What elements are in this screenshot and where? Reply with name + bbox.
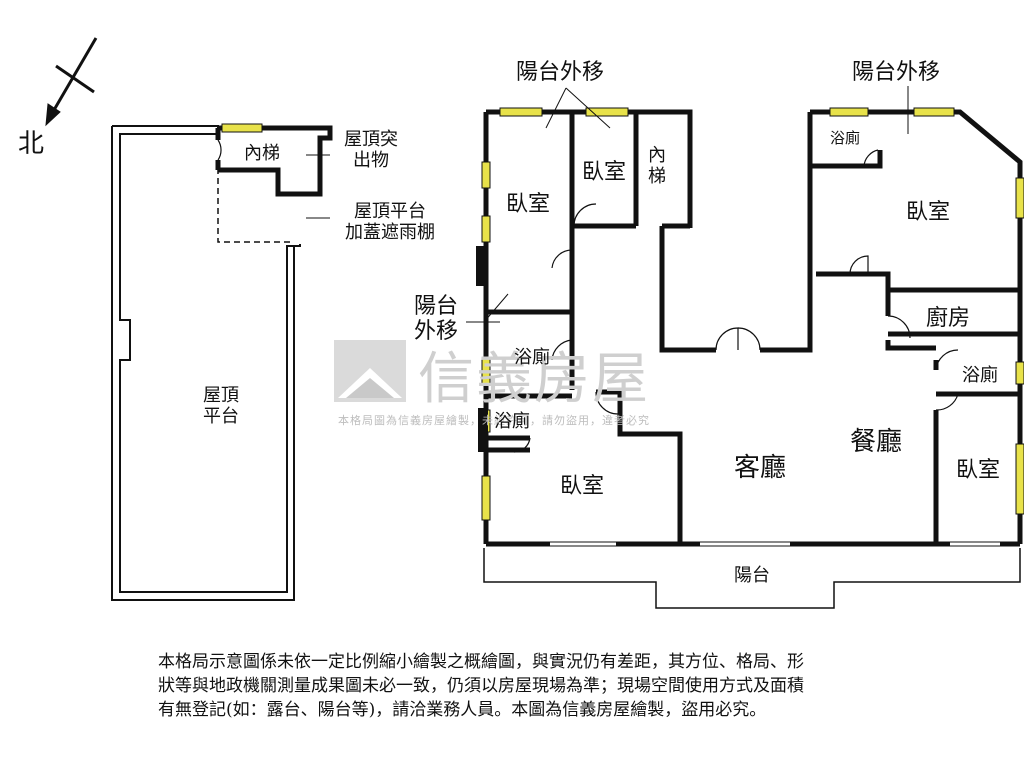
balcony-moved-label-3: 陽台外移: [413, 294, 458, 345]
bedroom-3-label: 臥室: [906, 200, 951, 225]
roof-door-swing: [217, 139, 222, 161]
windows: [481, 107, 1024, 521]
roof-protrusion-label: 屋頂突出物: [344, 129, 398, 171]
north-label: 北: [18, 129, 45, 159]
bath-1-label: 浴廁: [830, 129, 861, 147]
dining-room-label: 餐廳: [850, 427, 903, 457]
living-room-label: 客廳: [734, 453, 787, 483]
watermark-logo: [334, 340, 406, 402]
bedroom-5-label: 臥室: [956, 458, 1001, 483]
bedroom-2-label: 臥室: [582, 160, 627, 185]
wall-panel-black: [476, 246, 486, 286]
inner-stair-label: 內梯: [648, 145, 666, 187]
balcony-label: 陽台: [734, 565, 770, 586]
roof-window: [221, 123, 263, 133]
disclaimer-text: 本格局示意圖係未依一定比例縮小繪製之概繪圖，與實況仍有差距，其方位、格局、形 狀…: [158, 652, 804, 720]
watermark-brand: 信義房屋: [418, 347, 650, 412]
balcony-outline: [483, 548, 1021, 609]
balcony-moved-label-2: 陽台外移: [852, 60, 941, 85]
bath-4-label: 浴廁: [962, 365, 998, 386]
roof-outline: [111, 125, 301, 601]
roof-protrusion-walls: [215, 125, 333, 197]
door-swings: [513, 149, 959, 453]
bedroom-1-label: 臥室: [506, 192, 551, 217]
watermark-notice: 本格局圖為信義房屋繪製，未經許可，請勿盜用，違者必究: [338, 414, 650, 427]
roof-inner-stair-label: 內梯: [244, 143, 280, 164]
leader-lines: [466, 86, 909, 323]
bath-3-label: 浴廁: [494, 411, 530, 432]
kitchen-label: 廚房: [926, 306, 971, 331]
bedroom-4-label: 臥室: [560, 474, 605, 499]
wall-panel-black-2: [478, 408, 488, 452]
compass-arrow: [45, 37, 98, 127]
roof-canopy-label: 屋頂平台加蓋遮雨棚: [345, 201, 435, 243]
balcony-moved-label-1: 陽台外移: [516, 60, 605, 85]
bath-2-label: 浴廁: [514, 347, 550, 368]
roof-terrace-label: 屋頂平台: [203, 385, 239, 427]
bottom-glazing: [550, 541, 1000, 547]
